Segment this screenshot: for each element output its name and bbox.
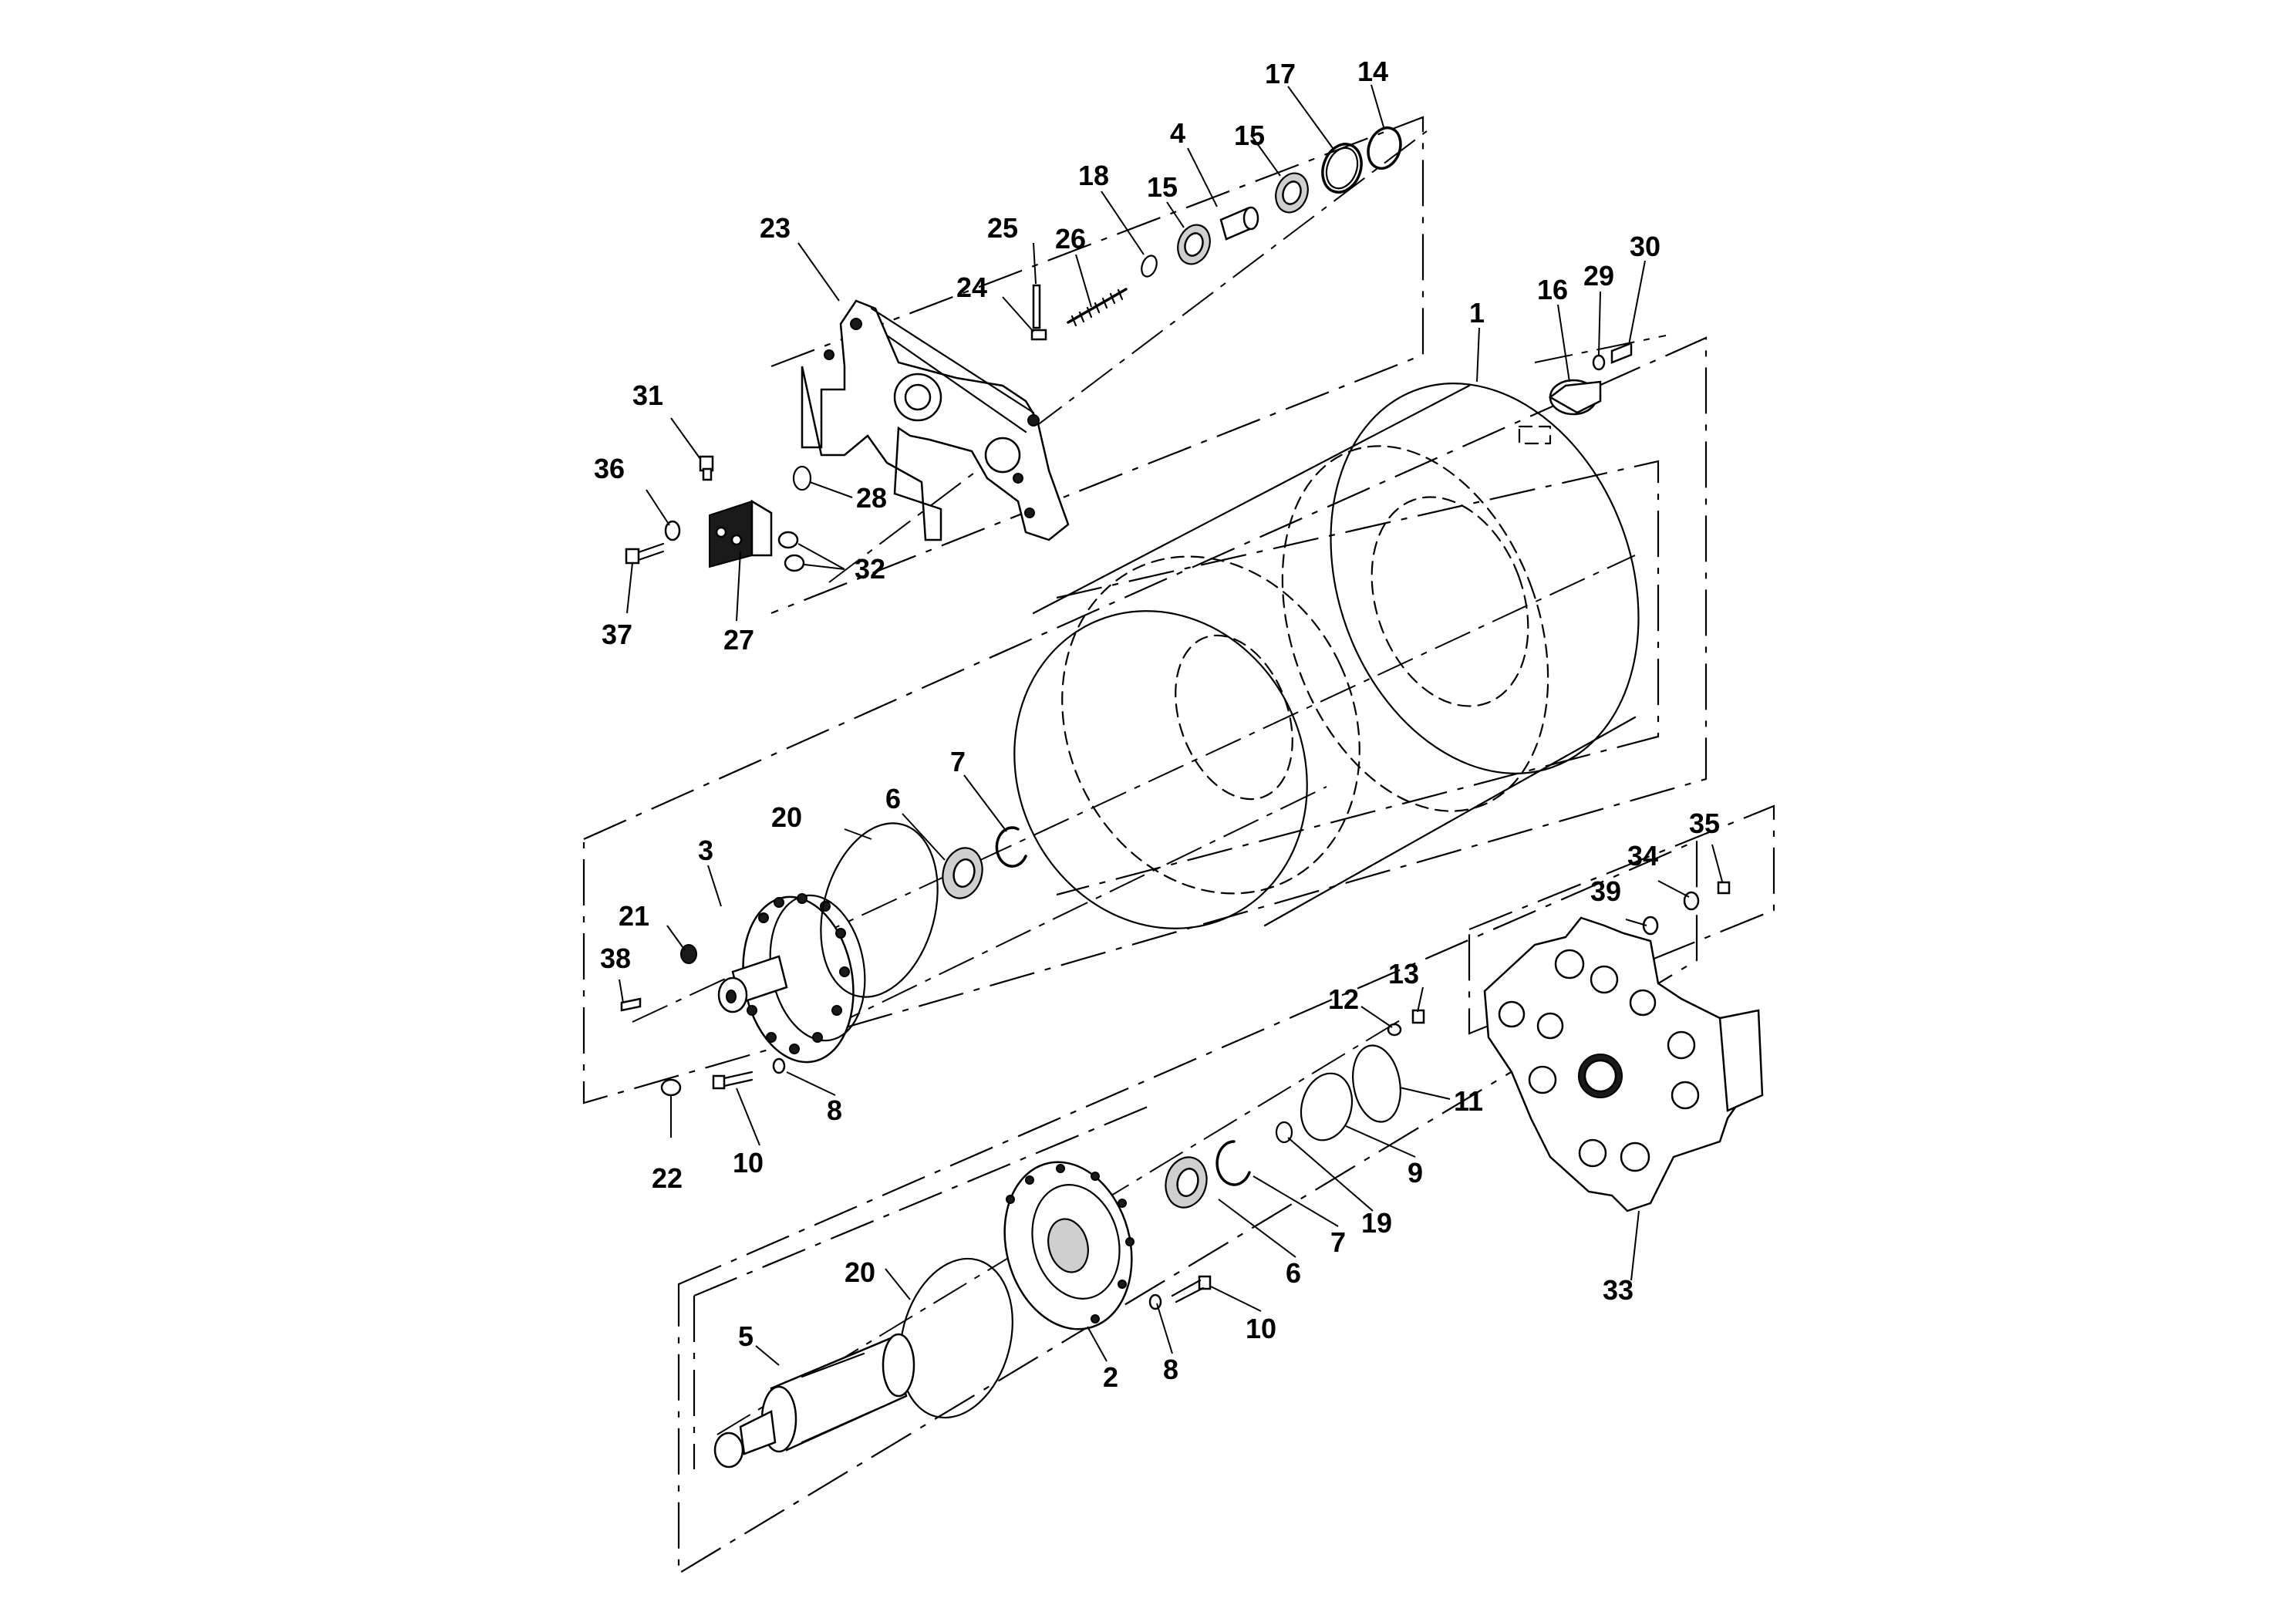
callout-8-upper: 8 — [827, 1094, 842, 1126]
callout-29: 29 — [1583, 260, 1614, 292]
pin-38 — [620, 997, 642, 1012]
callout-28: 28 — [856, 482, 887, 514]
bolt-10-a — [712, 1071, 754, 1090]
bolt-13 — [1411, 1009, 1425, 1024]
callout-12: 12 — [1328, 983, 1359, 1015]
callout-13: 13 — [1388, 958, 1419, 990]
washer-29 — [1592, 354, 1606, 371]
callout-4: 4 — [1170, 117, 1185, 149]
bearing-15-b — [1177, 224, 1211, 265]
callout-15-left: 15 — [1147, 171, 1178, 203]
callouts: 1 2 3 4 5 6 6 7 7 8 8 9 10 10 11 12 13 1… — [594, 56, 1720, 1393]
callout-6-lower: 6 — [1286, 1257, 1301, 1289]
housing-2 — [1003, 1161, 1135, 1330]
phantom-box-drum-inner — [1056, 460, 1660, 896]
cover-11 — [1352, 1044, 1401, 1123]
motor-5 — [713, 1333, 915, 1469]
callout-7-upper: 7 — [950, 746, 966, 777]
callout-30: 30 — [1630, 231, 1660, 262]
ring-7-b — [1215, 1140, 1251, 1186]
callout-11: 11 — [1454, 1085, 1483, 1117]
oring-20-b — [899, 1257, 1013, 1419]
callout-15-right: 15 — [1234, 120, 1265, 151]
assembly-center-lines — [632, 130, 1667, 1435]
bolt-31 — [699, 455, 714, 481]
callout-10-upper: 10 — [733, 1147, 764, 1179]
ring-19 — [1275, 1121, 1293, 1144]
ring-28 — [792, 465, 812, 491]
nuts-32 — [777, 531, 805, 572]
callout-24: 24 — [956, 271, 987, 303]
spring-26 — [1067, 288, 1128, 327]
ring-17 — [1321, 143, 1363, 194]
ring-14 — [1367, 126, 1402, 170]
callout-1: 1 — [1469, 297, 1485, 329]
callout-19: 19 — [1361, 1207, 1392, 1239]
washer-36 — [664, 520, 681, 541]
phantom-box-upper — [770, 116, 1424, 615]
callout-34: 34 — [1627, 840, 1658, 872]
washer-39 — [1642, 916, 1659, 936]
callout-23: 23 — [760, 212, 791, 244]
callout-20-lower: 20 — [845, 1256, 875, 1288]
callout-36: 36 — [594, 453, 625, 484]
callout-5: 5 — [738, 1320, 754, 1352]
callout-9: 9 — [1408, 1157, 1423, 1189]
callout-35: 35 — [1689, 808, 1720, 839]
cap-16 — [1548, 379, 1602, 416]
bolt-35 — [1717, 881, 1731, 895]
callout-31: 31 — [632, 379, 663, 411]
oring-20-a — [820, 822, 939, 998]
callout-25: 25 — [987, 212, 1018, 244]
phantom-box-plate — [1468, 804, 1775, 1035]
callout-14: 14 — [1357, 56, 1388, 87]
callout-39: 39 — [1590, 875, 1621, 907]
callout-20-upper: 20 — [771, 801, 802, 833]
callout-33: 33 — [1603, 1274, 1633, 1306]
washer-8-b — [1148, 1293, 1162, 1310]
drum-shell — [1013, 383, 1640, 929]
bolt-37 — [625, 542, 665, 565]
washer-8-a — [772, 1057, 786, 1074]
callout-17: 17 — [1265, 58, 1296, 89]
callout-18: 18 — [1078, 160, 1109, 191]
bolt-30 — [1610, 342, 1633, 364]
pin-25 — [1032, 284, 1041, 329]
phantom-box-lower-inner — [693, 1101, 1158, 1469]
hub-3 — [717, 893, 866, 1064]
nut-22 — [660, 1078, 682, 1097]
phantom-box-lower — [677, 839, 1698, 1575]
ring-7-a — [995, 826, 1027, 868]
pin-24 — [1030, 329, 1047, 341]
bushing-4 — [1219, 206, 1259, 241]
callout-21: 21 — [619, 900, 649, 932]
leader-lines — [619, 84, 1723, 1366]
callout-8-lower: 8 — [1163, 1354, 1178, 1385]
callout-37: 37 — [602, 619, 632, 650]
callout-3: 3 — [698, 835, 713, 866]
callout-32: 32 — [855, 553, 885, 585]
callout-26: 26 — [1055, 223, 1086, 255]
bracket-23 — [801, 299, 1070, 541]
switch-27 — [709, 499, 773, 568]
callout-38: 38 — [600, 943, 631, 974]
bearing-6-b — [1165, 1156, 1208, 1209]
bolt-10-b — [1171, 1275, 1212, 1303]
bearing-15-a — [1275, 172, 1309, 214]
callout-16: 16 — [1537, 274, 1568, 305]
oring-9 — [1300, 1072, 1354, 1141]
callout-27: 27 — [723, 624, 754, 656]
phantom-box-drum — [582, 336, 1708, 1104]
ring-18 — [1141, 255, 1158, 278]
plate-33 — [1483, 916, 1764, 1212]
callout-6-upper: 6 — [885, 783, 901, 814]
callout-7-lower: 7 — [1330, 1226, 1346, 1258]
bearing-6-a — [942, 847, 983, 899]
callout-10-lower: 10 — [1246, 1313, 1276, 1344]
callout-2: 2 — [1103, 1361, 1118, 1393]
callout-22: 22 — [652, 1162, 683, 1194]
